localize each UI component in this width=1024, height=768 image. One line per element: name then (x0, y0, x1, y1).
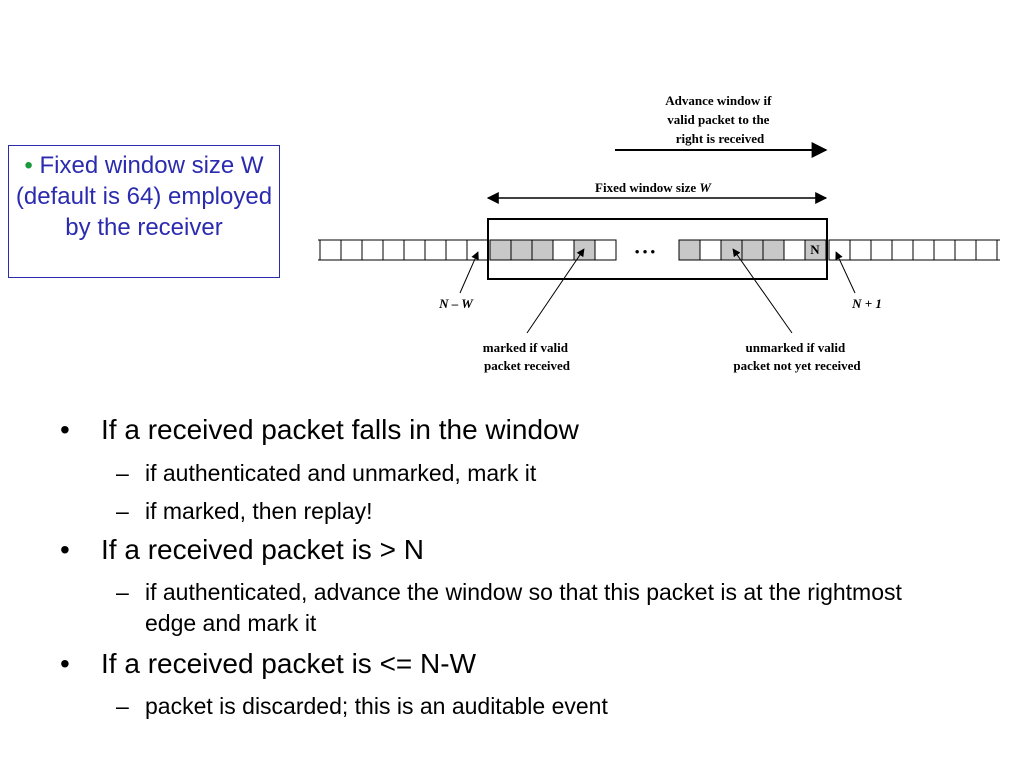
slot-n-label: N (810, 242, 820, 257)
packet-slot-outside (403, 239, 426, 261)
marked-label-line-2: packet received (484, 358, 571, 373)
marked-label: marked if valid packet received (483, 340, 571, 373)
right-edge-label: N + 1 (851, 296, 882, 311)
packet-slot-marked (573, 239, 596, 261)
sliding-window-diagram: Advance window if valid packet to the ri… (318, 93, 1000, 373)
packet-slot-outside (849, 239, 872, 261)
right-edge-pointer (835, 251, 856, 294)
packet-slot-marked (531, 239, 554, 261)
packet-slot-unmarked (699, 239, 722, 261)
unmarked-pointer (732, 248, 793, 334)
window-size-label-text: Fixed window size (595, 180, 696, 195)
window-size-callout: • Fixed window size W (default is 64) em… (8, 145, 280, 278)
packet-slot-marked (489, 239, 512, 261)
sub-bullet-text: if authenticated and unmarked, mark it (145, 460, 537, 486)
packet-slot-outside (445, 239, 468, 261)
packet-slot-outside (933, 239, 956, 261)
marked-pointer (526, 248, 585, 334)
sub-bullet-text: packet is discarded; this is an auditabl… (145, 693, 608, 719)
marked-label-line-1: marked if valid (483, 340, 569, 355)
sub-bullet-text: if authenticated, advance the window so … (145, 579, 902, 636)
packet-slot-unmarked (594, 239, 617, 261)
bullet-text: If a received packet is > N (101, 534, 424, 565)
advance-label-line-2: valid packet to the (667, 112, 769, 127)
packet-slot-marked (510, 239, 533, 261)
bullet-text: If a received packet is <= N-W (101, 648, 477, 679)
packet-slot-marked (741, 239, 764, 261)
window-ellipsis: • • • (635, 244, 656, 259)
packet-slot-outside (891, 239, 914, 261)
packet-slot-outside (424, 239, 447, 261)
packet-slot-outside (828, 239, 851, 261)
callout-text: Fixed window size W (default is 64) empl… (15, 152, 273, 241)
bullet-marker: • (60, 414, 70, 445)
window-size-label: Fixed window size W (595, 180, 712, 195)
left-edge-pointer (459, 251, 479, 294)
sub-bullet-marker: – (116, 579, 129, 605)
sub-bullet-text: if marked, then replay! (145, 498, 373, 524)
packet-slot-marked (762, 239, 785, 261)
sub-bullet-marker: – (116, 498, 129, 524)
bullet-marker: • (60, 534, 70, 565)
sub-bullet-marker: – (116, 693, 129, 719)
bullet-marker: • (60, 648, 70, 679)
unmarked-label: unmarked if valid packet not yet receive… (733, 340, 861, 373)
left-edge-label: N – W (438, 296, 474, 311)
window-box (487, 218, 828, 280)
unmarked-label-line-2: packet not yet received (733, 358, 861, 373)
packet-slot-outside (954, 239, 977, 261)
packet-slot-outside (361, 239, 384, 261)
packet-slots (318, 239, 1000, 261)
packet-slot-outside (912, 239, 935, 261)
advance-label-line-1: Advance window if (665, 93, 772, 108)
advance-label-line-3: right is received (676, 131, 765, 146)
packet-slot-outside (466, 239, 489, 261)
packet-slot-outside (975, 239, 998, 261)
packet-slot-outside (340, 239, 363, 261)
bullet-text: If a received packet falls in the window (101, 414, 579, 445)
packet-slot-unmarked (552, 239, 575, 261)
packet-slot-outside (382, 239, 405, 261)
sub-bullet-marker: – (116, 460, 129, 486)
advance-window-label: Advance window if valid packet to the ri… (665, 93, 774, 146)
callout-bullet: • (24, 152, 33, 179)
packet-slot-unmarked (783, 239, 806, 261)
window-size-var: W (699, 180, 712, 195)
packet-slot-marked (678, 239, 701, 261)
unmarked-label-line-1: unmarked if valid (746, 340, 846, 355)
packet-slot-outside (319, 239, 342, 261)
packet-slot-outside (870, 239, 893, 261)
